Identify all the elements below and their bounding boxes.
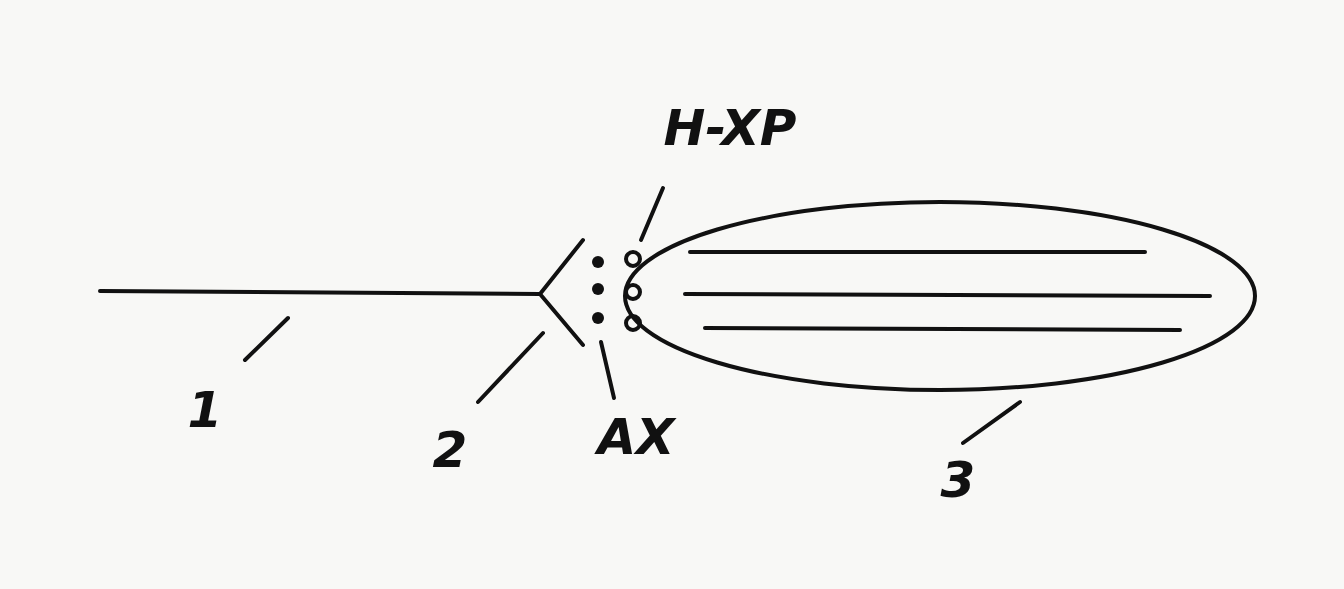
vesicle-dot xyxy=(592,312,604,324)
callout-number: 2 xyxy=(433,425,468,475)
leader-line xyxy=(641,188,663,240)
receptor-circle xyxy=(626,252,640,266)
receptor-circle xyxy=(626,316,640,330)
mediator-label: AX xyxy=(597,412,674,462)
receptor-circle xyxy=(626,285,640,299)
receptor-label: H-XP xyxy=(664,103,797,153)
myofibril-line xyxy=(705,328,1180,330)
myofibril-line xyxy=(685,294,1210,296)
leader-line xyxy=(963,402,1020,443)
callout-number: 1 xyxy=(188,385,223,435)
callout-number: 3 xyxy=(941,455,976,505)
nerve-ending xyxy=(540,240,583,345)
leader-line xyxy=(601,342,614,398)
muscle-fiber xyxy=(625,202,1255,390)
vesicle-dot xyxy=(592,283,604,295)
myofibril-line xyxy=(690,250,1145,254)
nerve-fiber xyxy=(100,291,540,294)
leader-line xyxy=(245,318,288,360)
vesicle-dot xyxy=(592,256,604,268)
leader-line xyxy=(478,333,543,402)
